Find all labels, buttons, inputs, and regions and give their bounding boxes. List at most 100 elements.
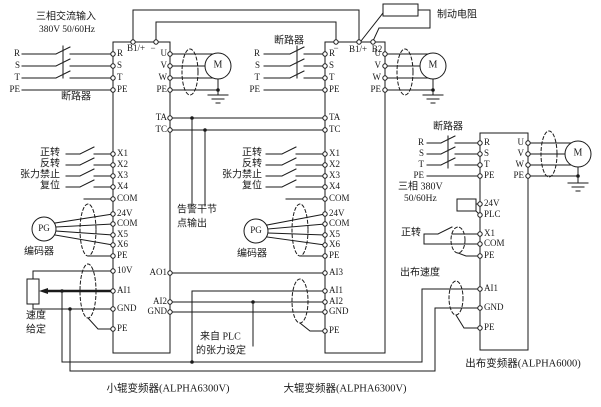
inv2-left-term-9: X4 [329, 181, 340, 192]
inv1-left-term-2: T [117, 72, 123, 83]
inv3-left-term-3: PE [484, 170, 495, 181]
breaker3-src-term-1: S [418, 148, 424, 159]
encoder2-circuit [243, 203, 326, 257]
plc-tension-line1: 来自 PLC [200, 331, 241, 343]
breaker1-label: 断路器 [61, 91, 91, 103]
dc-bus-wires [132, 9, 360, 43]
inv3-left-term-4: 24V [484, 198, 500, 209]
ac-input-title-line2: 380V 50/60Hz [38, 24, 96, 35]
motor1-circuit [169, 48, 232, 104]
inv1-left-term-7: X4 [117, 181, 128, 192]
pg2-label: PG [250, 225, 262, 236]
inv1-left-term-4: X1 [117, 148, 128, 159]
plc-tension-line2: 的张力设定 [196, 345, 246, 357]
inv1-left-term-0: R [117, 48, 124, 59]
inv3-left-term-10: GND [484, 302, 504, 313]
inv2-sw-reset-label: 复位 [242, 180, 262, 192]
breaker2-label: 断路器 [274, 35, 304, 47]
breaker1-src-term-3: PE [9, 84, 20, 95]
inv3-sw-forward-label: 正转 [401, 227, 421, 239]
inv2-left-term-19: GND [329, 306, 349, 317]
breaker2-src-term-1: S [254, 60, 260, 71]
breaker3-label: 断路器 [433, 121, 463, 133]
brake-resistor-label: 制动电阻 [437, 9, 477, 21]
encoder2-label: 编码器 [237, 248, 267, 260]
breaker3-symbol [426, 135, 481, 177]
inv1-sw-reverse-label: 反转 [40, 158, 60, 170]
inv3-caption: 出布变频器(ALPHA6000) [465, 358, 581, 370]
inv3-right-term-0: U [517, 137, 525, 148]
relay-output-wires [169, 117, 326, 207]
inv3-left-term-1: S [484, 148, 490, 159]
inv2-left-term-11: 24V [329, 208, 345, 219]
inv3-left-term-11: PE [484, 322, 495, 333]
inv1-right-term-3: PE [156, 84, 167, 95]
inv2-sw-forward-label: 正转 [242, 147, 262, 159]
breaker2-src-term-3: PE [249, 84, 260, 95]
junction-dots [60, 88, 580, 364]
inv1-left-term-3: PE [117, 84, 128, 95]
breaker2-src-term-2: T [254, 72, 261, 83]
inv1-left-term-15: AI1 [117, 285, 131, 296]
motor3-circuit [527, 130, 592, 192]
inv1-left-term-13: PE [117, 250, 128, 261]
inv1-caption: 小辊变频器(ALPHA6300V) [106, 383, 230, 395]
inv1-sw-reset-label: 复位 [40, 180, 60, 192]
inv2-right-term-2: W [372, 72, 382, 83]
breaker2-symbol [263, 45, 326, 91]
pg1-label: PG [38, 223, 50, 234]
inv1-right-term-4: TA [155, 112, 167, 123]
inv2-digital-input-switches [265, 146, 326, 200]
inv1-right-term-0: U [160, 48, 168, 59]
inv1-left-term-12: X6 [117, 239, 128, 250]
inv1-right-term-6: AO1 [149, 267, 168, 278]
encoder1-circuit [31, 203, 114, 257]
breaker1-src-term-0: R [13, 48, 20, 59]
phase380-line2: 50/60Hz [404, 193, 437, 204]
inv2-top-term-1: B1/+ [348, 44, 368, 55]
encoder1-label: 编码器 [24, 246, 54, 258]
inv2-sw-tension-label: 张力禁止 [222, 169, 262, 181]
breaker3-src-term-0: R [417, 137, 424, 148]
analog-interconnect-wires [61, 272, 481, 372]
inv1-right-term-8: GND [147, 306, 168, 317]
inv1-sw-tension-label: 张力禁止 [20, 169, 60, 181]
inv1-left-term-8: COM [117, 193, 138, 204]
inv2-left-term-20: PE [329, 325, 340, 336]
inv3-left-term-5: PLC [484, 209, 501, 220]
inv2-right-term-3: PE [370, 84, 381, 95]
inv2-left-term-4: TA [329, 112, 341, 123]
inv1-left-term-10: COM [117, 218, 138, 229]
breaker1-src-term-2: T [14, 72, 21, 83]
breaker3-src-term-3: PE [413, 170, 424, 181]
cloth-speed-label: 出布速度 [400, 267, 440, 279]
inv3-left-term-2: T [484, 159, 490, 170]
inv1-left-term-9: 24V [117, 208, 133, 219]
motor1-label: M [213, 59, 223, 71]
motor2-label: M [428, 59, 438, 71]
inv3-left-term-7: COM [484, 238, 505, 249]
inv3-left-term-0: R [484, 137, 491, 148]
inv3-left-term-9: AI1 [484, 283, 498, 294]
inv1-left-term-1: S [117, 60, 123, 71]
inv3-left-term-8: PE [484, 250, 495, 261]
inv2-left-term-17: AI1 [329, 285, 343, 296]
inv3-left-term-6: X1 [484, 228, 495, 239]
inv2-left-term-3: PE [329, 84, 340, 95]
breaker3-src-term-2: T [418, 159, 425, 170]
inv2-left-term-1: S [329, 60, 335, 71]
inv1-left-term-14: 10V [117, 265, 133, 276]
inv2-right-term-1: V [374, 60, 382, 71]
speed-pot-circuit [26, 263, 115, 330]
speed-ref-line2: 给定 [26, 324, 46, 336]
phase380-line1: 三相 380V [398, 181, 443, 193]
inv1-left-term-16: GND [117, 303, 137, 314]
inv2-top-term-0: − [333, 43, 339, 54]
inv2-left-term-10: COM [329, 193, 350, 204]
inv1-right-term-7: AI2 [153, 296, 167, 307]
terminal-circles [110, 39, 531, 334]
breaker1-symbol [21, 45, 114, 91]
breaker1-src-term-1: S [14, 60, 20, 71]
